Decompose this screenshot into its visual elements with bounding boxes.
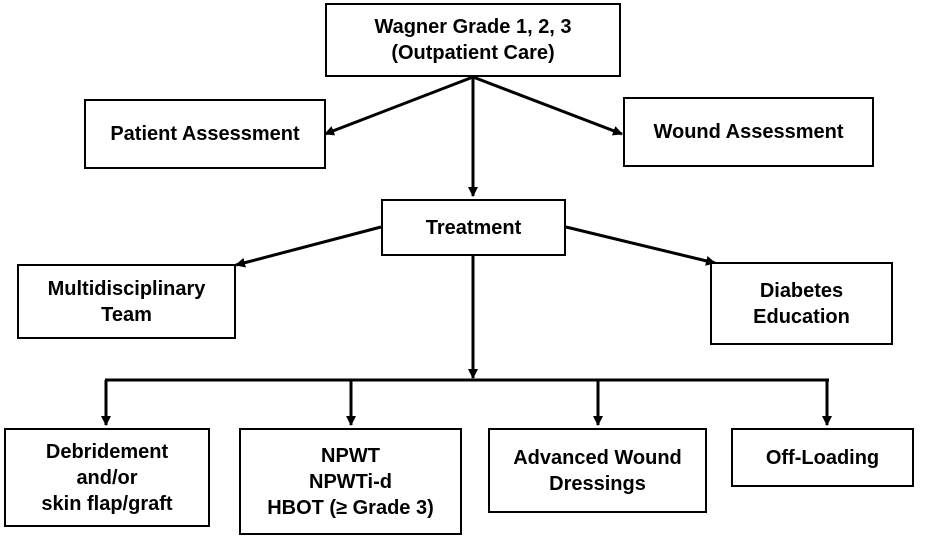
node-label-line: NPWT (321, 444, 380, 467)
arrow-top-to-wound-assessment (472, 75, 623, 136)
node-label-line: Patient Assessment (110, 123, 300, 145)
node-label-line: Treatment (425, 216, 522, 239)
node-patient-assessment: Patient Assessment (84, 99, 326, 169)
node-label-line: Wagner Grade 1, 2, 3 (374, 16, 572, 38)
node-label-line: Team (101, 303, 152, 326)
node-label-line: and/or (76, 466, 138, 489)
node-label-line: (Outpatient Care) (391, 42, 555, 64)
arrow-treatment-to-diabetes-education (565, 225, 716, 266)
node-label-line: HBOT (≥ Grade 3) (267, 496, 434, 519)
node-label-line: Education (753, 305, 850, 328)
node-label-line: Wound Assessment (653, 121, 844, 143)
node-off-loading: Off-Loading (731, 428, 914, 487)
node-label-line: Advanced Wound (513, 446, 682, 469)
node-label-line: Dressings (549, 472, 646, 495)
node-wagner-grade: Wagner Grade 1, 2, 3 (Outpatient Care) (325, 3, 621, 77)
node-label-line: Diabetes (759, 279, 844, 302)
node-label-line: Multidisciplinary (47, 277, 206, 300)
arrow-top-to-patient-assessment (324, 75, 474, 136)
node-label-line: skin flap/graft (41, 492, 173, 515)
node-label-line: NPWTi-d (309, 470, 392, 493)
arrow-treatment-to-multidisciplinary-team (235, 225, 382, 268)
node-treatment: Treatment (381, 199, 566, 256)
node-debridement: Debridement and/or skin flap/graft (4, 428, 210, 527)
node-wound-assessment: Wound Assessment (623, 97, 874, 167)
node-label-line: Off-Loading (765, 446, 880, 469)
node-label-line: Debridement (45, 440, 169, 463)
